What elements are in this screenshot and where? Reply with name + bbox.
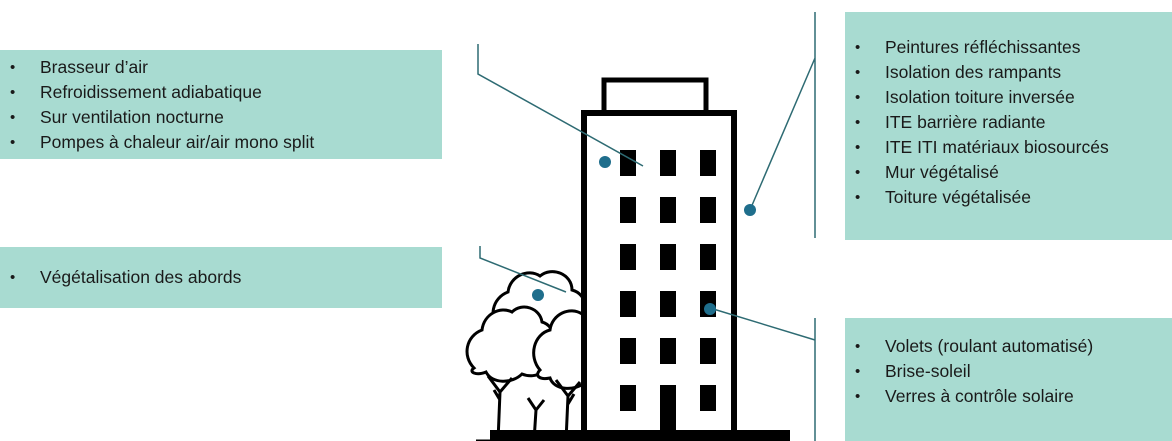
greening-measures-box: •Végétalisation des abords xyxy=(0,247,442,308)
list-item: •Sur ventilation nocturne xyxy=(10,107,224,127)
envelope-measures-box: •Peintures réfléchissantes •Isolation de… xyxy=(845,12,1172,240)
marker-dot-envelope xyxy=(744,204,756,216)
marker-dot-cooling xyxy=(599,156,611,168)
list-item: •Isolation toiture inversée xyxy=(855,87,1075,107)
list-item: •Volets (roulant automatisé) xyxy=(855,336,1094,356)
connector-greening xyxy=(479,246,567,293)
list-item: •Brasseur d’air xyxy=(10,57,148,77)
marker-dot-solar xyxy=(704,303,716,315)
list-item: •ITE barrière radiante xyxy=(855,112,1046,132)
list-item: •Brise-soleil xyxy=(855,361,971,381)
list-item: •Refroidissement adiabatique xyxy=(10,82,262,102)
envelope-measures-list: •Peintures réfléchissantes •Isolation de… xyxy=(847,35,1172,210)
list-item: •ITE ITI matériaux biosourcés xyxy=(855,137,1109,157)
cooling-measures-list: •Brasseur d’air •Refroidissement adiabat… xyxy=(2,55,442,155)
building-icon xyxy=(490,77,790,441)
connector-solar xyxy=(709,307,816,441)
list-item: •Isolation des rampants xyxy=(855,62,1062,82)
connector-envelope xyxy=(749,12,816,238)
greening-measures-list: •Végétalisation des abords xyxy=(2,265,442,290)
list-item: •Verres à contrôle solaire xyxy=(855,386,1074,406)
list-item: •Toiture végétalisée xyxy=(855,187,1031,207)
list-item: •Pompes à chaleur air/air mono split xyxy=(10,132,315,152)
solar-protection-list: •Volets (roulant automatisé) •Brise-sole… xyxy=(847,334,1172,409)
solar-protection-box: •Volets (roulant automatisé) •Brise-sole… xyxy=(845,318,1172,441)
list-item: •Mur végétalisé xyxy=(855,162,999,182)
cooling-measures-box: •Brasseur d’air •Refroidissement adiabat… xyxy=(0,50,442,159)
list-item: •Peintures réfléchissantes xyxy=(855,37,1081,57)
marker-dot-greening xyxy=(532,289,544,301)
connector-cooling xyxy=(477,44,644,167)
list-item: •Végétalisation des abords xyxy=(10,267,242,287)
